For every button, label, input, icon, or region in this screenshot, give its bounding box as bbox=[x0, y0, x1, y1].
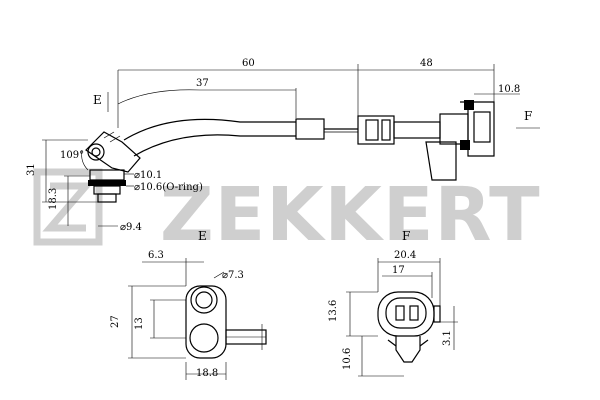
view-f: F 20.4 17 13.6 10.6 3.1 bbox=[328, 229, 458, 377]
e-dim-offset: 6.3 bbox=[148, 250, 164, 261]
f-dim-inner: 17 bbox=[392, 265, 405, 276]
dim-overall: 60 bbox=[242, 58, 255, 69]
dim-dia-tip: ⌀9.4 bbox=[120, 222, 142, 233]
dim-dia-body: ⌀10.1 bbox=[134, 170, 162, 181]
e-dim-height: 27 bbox=[110, 315, 121, 328]
f-dim-small: 3.1 bbox=[442, 330, 453, 346]
dim-cable-bend: 37 bbox=[196, 78, 209, 89]
connector-body bbox=[357, 100, 495, 181]
view-e-title: E bbox=[198, 229, 207, 243]
dim-dia-oring: ⌀10.6(O-ring) bbox=[134, 182, 203, 193]
logo-text: ZEKKERT bbox=[160, 172, 541, 258]
dim-connector: 48 bbox=[420, 58, 433, 69]
view-marker-f: F bbox=[524, 109, 532, 123]
e-dim-inner: 13 bbox=[134, 317, 145, 330]
sensor-head bbox=[85, 131, 141, 203]
e-dim-width: 18.8 bbox=[196, 368, 218, 379]
cable-sleeve bbox=[295, 118, 325, 140]
view-f-title: F bbox=[402, 229, 410, 243]
zekkert-logo: ZEKKERT bbox=[33, 168, 541, 258]
f-dim-width: 20.4 bbox=[394, 250, 416, 261]
e-dim-hole: ⌀7.3 bbox=[222, 270, 244, 281]
dim-angle: 109° bbox=[60, 150, 84, 161]
sensor-side-view: 60 48 10.8 37 E F 109° 31 18.3 ⌀10.1 ⌀10… bbox=[26, 58, 540, 233]
dim-height-body: 18.3 bbox=[48, 188, 59, 210]
view-marker-e: E bbox=[93, 93, 102, 107]
f-dim-clip: 10.6 bbox=[342, 348, 353, 370]
dim-end: 10.8 bbox=[498, 84, 520, 95]
dim-height-total: 31 bbox=[26, 163, 37, 176]
f-dim-height: 13.6 bbox=[328, 300, 339, 322]
view-e: E 6.3 ⌀7.3 27 13 18.8 bbox=[110, 229, 267, 380]
